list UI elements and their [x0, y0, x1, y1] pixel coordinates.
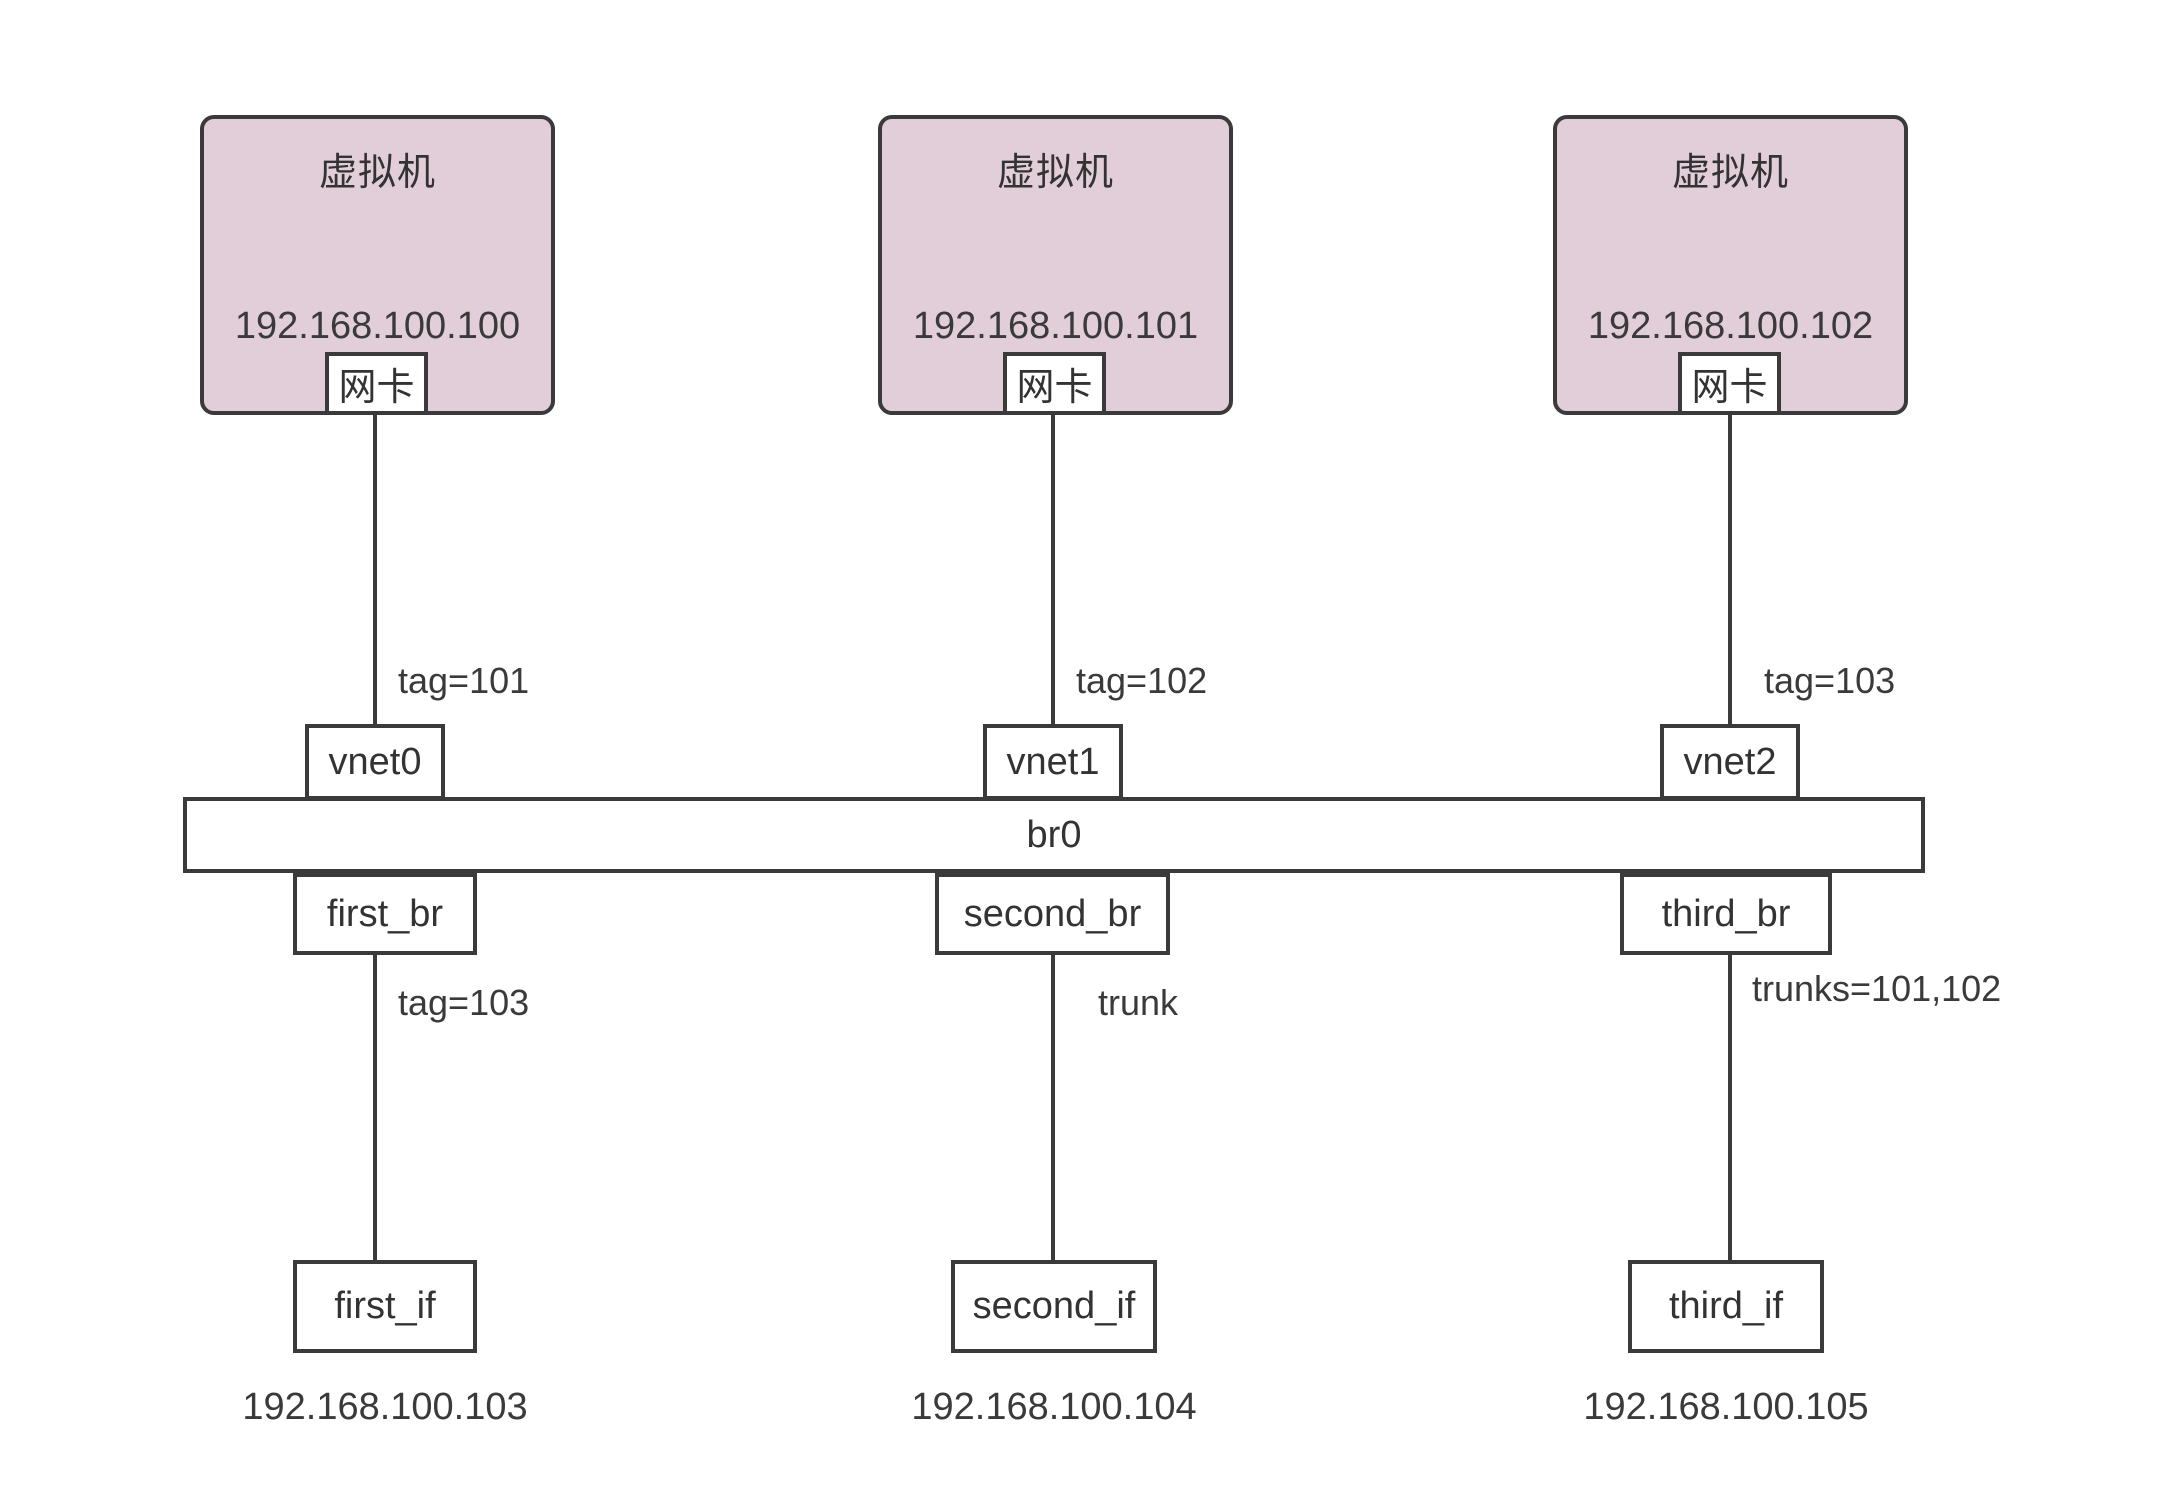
interface-ip-2: 192.168.100.104	[911, 1386, 1197, 1428]
link-nic-to-vnet-3	[1728, 415, 1732, 724]
nic-box-3: 网卡	[1678, 352, 1781, 415]
vm-ip-1: 192.168.100.100	[234, 305, 521, 347]
vm-title-3: 虚拟机	[1671, 152, 1789, 194]
interface-ip-1: 192.168.100.103	[242, 1386, 528, 1428]
nic-box-2: 网卡	[1003, 352, 1106, 415]
bridge-bar-br0: br0	[183, 797, 1925, 873]
interface-box-1: first_if	[293, 1260, 477, 1353]
edge-label-downlink-1: tag=103	[398, 982, 530, 1023]
edge-label-uplink-3: tag=103	[1764, 660, 1896, 701]
bridge-port-box-3: third_br	[1620, 873, 1832, 955]
vm-title-1: 虚拟机	[318, 152, 436, 194]
nic-box-1: 网卡	[325, 352, 428, 415]
link-port-to-if-2	[1051, 955, 1055, 1260]
vnet-box-1: vnet0	[305, 724, 445, 800]
link-port-to-if-1	[373, 955, 377, 1260]
vm-title-2: 虚拟机	[996, 152, 1114, 194]
vm-ip-2: 192.168.100.101	[912, 305, 1199, 347]
bridge-port-box-1: first_br	[293, 873, 477, 955]
interface-box-2: second_if	[951, 1260, 1157, 1353]
bridge-port-box-2: second_br	[935, 873, 1170, 955]
edge-label-uplink-1: tag=101	[398, 660, 530, 701]
interface-ip-3: 192.168.100.105	[1583, 1386, 1869, 1428]
vnet-box-2: vnet1	[983, 724, 1123, 800]
vnet-box-3: vnet2	[1660, 724, 1800, 800]
edge-label-uplink-2: tag=102	[1076, 660, 1208, 701]
edge-label-downlink-3: trunks=101,102	[1752, 968, 2002, 1009]
link-port-to-if-3	[1728, 955, 1732, 1260]
link-nic-to-vnet-2	[1051, 415, 1055, 724]
interface-box-3: third_if	[1628, 1260, 1824, 1353]
link-nic-to-vnet-1	[373, 415, 377, 724]
edge-label-downlink-2: trunk	[1098, 982, 1179, 1023]
vm-ip-3: 192.168.100.102	[1587, 305, 1874, 347]
